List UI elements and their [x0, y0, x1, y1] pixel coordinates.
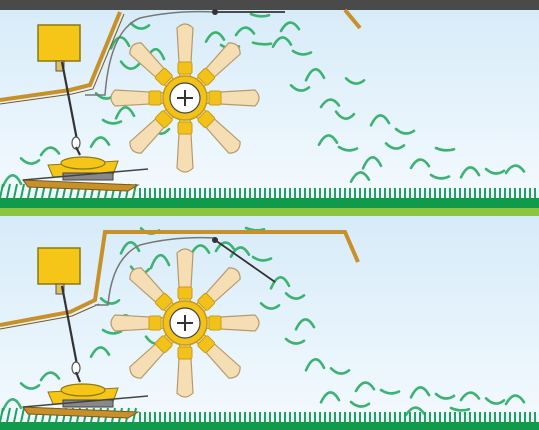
bottom-rotor-tine [203, 315, 259, 331]
top-tine-clamp [178, 62, 192, 74]
bottom-ground [0, 422, 539, 430]
top-rotor-tine [203, 90, 259, 106]
bottom-rotor-tine [111, 315, 167, 331]
bottom-tine-clamp [178, 347, 192, 359]
bottom-tine-clamp [149, 316, 161, 330]
top-motor-box [38, 25, 80, 61]
bottom-motor-box [38, 248, 80, 284]
panel-separator [0, 208, 539, 216]
top-rotor [111, 24, 259, 172]
top-rotor-tine [177, 116, 193, 172]
bottom-rotor-tine [177, 341, 193, 397]
bottom-tine-clamp [209, 316, 221, 330]
top-panel [0, 0, 539, 210]
top-rotor-tine [177, 24, 193, 80]
top-tine-clamp [149, 91, 161, 105]
bottom-rotor-tine [177, 249, 193, 305]
top-tine-clamp [178, 122, 192, 134]
top-rotor-tine [111, 90, 167, 106]
top-tine-clamp [209, 91, 221, 105]
bottom-rotor [111, 249, 259, 397]
bottom-tine-clamp [178, 287, 192, 299]
bottom-panel [0, 214, 539, 430]
top-bar [0, 0, 539, 10]
